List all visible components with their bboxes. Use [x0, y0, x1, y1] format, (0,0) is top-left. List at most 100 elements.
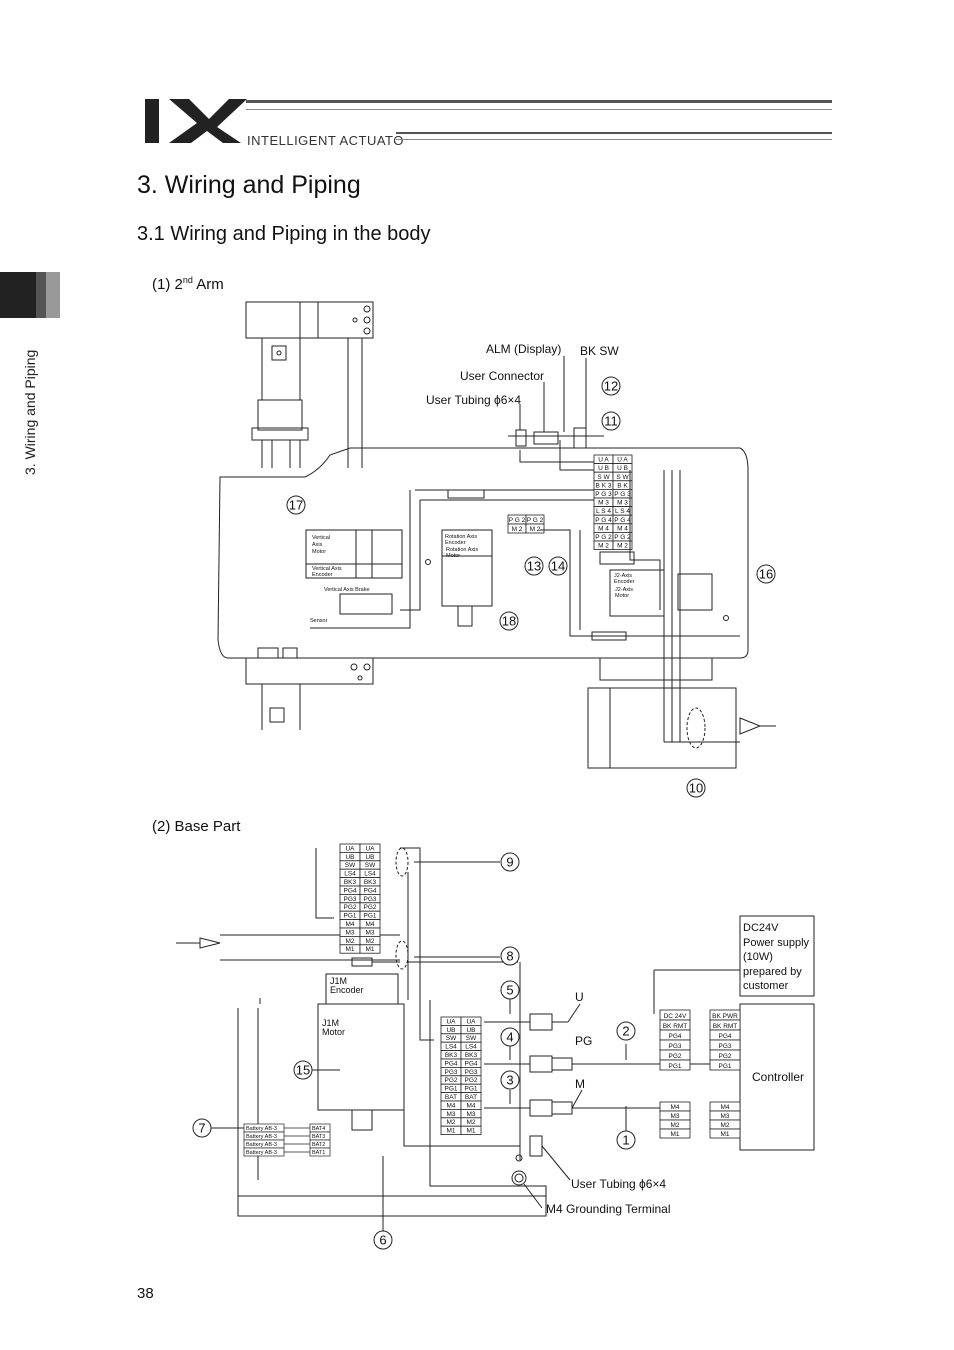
battery-terminal-text: BAT2	[312, 1142, 325, 1148]
callout-17	[286, 495, 306, 515]
m-label: M	[575, 1077, 585, 1091]
base-mid-terminal-cell-text: LS4	[465, 1044, 477, 1051]
arm-mid-terminal-cell-text: P G 2	[527, 517, 544, 524]
base-mid-terminal-cell-text: UA	[446, 1018, 456, 1025]
battery-cell-text: Battery AB-3	[246, 1142, 277, 1148]
base-plate	[237, 1195, 547, 1217]
controller-top-terminal-cell-text: PG1	[718, 1063, 731, 1070]
callout-13	[524, 556, 544, 576]
controller-bottom-terminal-cell-text: M2	[670, 1122, 679, 1129]
ram-line-1: Rotation Axis	[446, 547, 478, 553]
alm-display-label: ALM (Display)	[486, 342, 562, 356]
callout-14-text: 14	[551, 559, 565, 574]
base-top-terminal-cell-text: UB	[365, 854, 374, 861]
base-mid-terminal-cell-text: M3	[466, 1111, 475, 1118]
base-top-terminal-cell-text: PG1	[343, 913, 356, 920]
controller-bottom-terminal-cell	[709, 1128, 741, 1139]
base-mid-terminal-cell-text: BK3	[445, 1052, 458, 1059]
base-mid-terminal-cell-text: M4	[446, 1102, 455, 1109]
callout-7-text: 7	[198, 1121, 205, 1136]
arm-j2-housing	[587, 687, 737, 769]
dc24v-line-1: DC24V	[743, 922, 779, 934]
j2e-line-1: J2-Axis	[614, 573, 632, 579]
j2m-line-2: Motor	[615, 593, 629, 599]
controller-top-terminal-cell-text: PG3	[668, 1043, 681, 1050]
controller-box	[739, 1003, 815, 1151]
base-top-terminal-cell-text: M3	[345, 929, 354, 936]
callout-10	[686, 778, 706, 798]
arm-terminal-cell-text: P G 4	[614, 517, 631, 524]
base-mid-terminal-cell-text: PG1	[464, 1086, 477, 1093]
section-title: 3. Wiring and Piping	[137, 171, 361, 199]
base-top-terminal-cell-text: M1	[365, 946, 374, 953]
j1m-encoder-line-2: Encoder	[330, 985, 364, 995]
base-top-terminal-cell	[359, 944, 381, 954]
callout-5	[500, 980, 520, 1000]
callout-11	[601, 411, 621, 431]
base-mid-terminal-cell-text: M1	[466, 1128, 475, 1135]
battery-terminal-text: BAT3	[312, 1134, 325, 1140]
arm-terminal-cell-text: L S 4	[615, 508, 630, 515]
vae-line-2: Encoder	[312, 572, 333, 578]
sensor-label: Sensor	[310, 618, 328, 624]
callout-16-text: 16	[759, 567, 773, 582]
battery-cell-text: Battery AB-3	[246, 1134, 277, 1140]
base-top-terminal-cell-text: UA	[345, 845, 355, 852]
callout-6-text: 6	[379, 1233, 386, 1248]
base-top-terminal-cell-text: UB	[345, 854, 354, 861]
base-user-tubing-label: User Tubing ϕ6×4	[571, 1177, 666, 1191]
arm-terminal-cell-text: P G 2	[614, 534, 631, 541]
dc24v-line-2: Power supply	[743, 937, 810, 949]
controller-bottom-terminal-cell-text: M2	[720, 1122, 729, 1129]
ram-line-2: Motor	[446, 553, 460, 559]
base-top-terminal-cell-text: M4	[365, 921, 374, 928]
base-mid-terminal-cell-text: M1	[446, 1128, 455, 1135]
header-rule-bottom	[396, 132, 832, 140]
arm-terminal-cell-text: B K	[617, 482, 628, 489]
base-mid-terminal-cell-text: BAT	[465, 1094, 477, 1101]
base-mid-terminal-cell-text: PG2	[464, 1077, 477, 1084]
callout-8-text: 8	[506, 949, 513, 964]
j1m-encoder-line-1: J1M	[330, 976, 347, 986]
base-top-terminal-cell-text: SW	[365, 862, 376, 869]
base-top-terminal-cell-text: PG3	[363, 896, 376, 903]
battery-cell-text: Battery AB-3	[246, 1150, 277, 1156]
controller-top-terminal-cell-text: PG3	[718, 1043, 731, 1050]
controller-top-terminal-cell-text: PG4	[668, 1033, 681, 1040]
base-top-terminal-cell-text: PG2	[363, 904, 376, 911]
controller-label: Controller	[752, 1070, 804, 1084]
side-tab	[0, 272, 60, 318]
base-top-terminal-cell-text: M3	[365, 929, 374, 936]
controller-top-terminal-cell	[659, 1059, 691, 1071]
controller-bottom-terminal-cell-text: M1	[670, 1131, 679, 1138]
base-top-terminal-cell-text: PG1	[363, 913, 376, 920]
callout-1	[616, 1130, 636, 1150]
base-mid-terminal-cell-text: LS4	[445, 1044, 457, 1051]
j1m-motor-line-2: Motor	[322, 1027, 345, 1037]
base-mid-terminal-cell-text: UA	[466, 1018, 476, 1025]
arm-terminal-cell-text: M 2	[598, 543, 609, 550]
callout-9	[500, 852, 520, 872]
callout-13-text: 13	[527, 559, 541, 574]
controller-top-terminal-cell	[709, 1059, 741, 1071]
base-top-terminal-cell-text: LS4	[364, 871, 376, 878]
controller-bottom-terminal-cell	[659, 1128, 691, 1139]
dc24v-line-4: prepared by	[743, 966, 802, 978]
callout-8	[500, 946, 520, 966]
vertical-axis-motor	[305, 529, 403, 579]
dc24v-box	[739, 915, 815, 997]
base-mid-terminal-cell-text: M2	[446, 1119, 455, 1126]
arm-terminal-cell-text: M 4	[598, 525, 609, 532]
base-mid-terminal-cell-text: M2	[466, 1119, 475, 1126]
callout-5-text: 5	[506, 983, 513, 998]
battery-terminal-text: BAT4	[312, 1126, 325, 1132]
callout-16	[756, 564, 776, 584]
callout-3	[500, 1070, 520, 1090]
